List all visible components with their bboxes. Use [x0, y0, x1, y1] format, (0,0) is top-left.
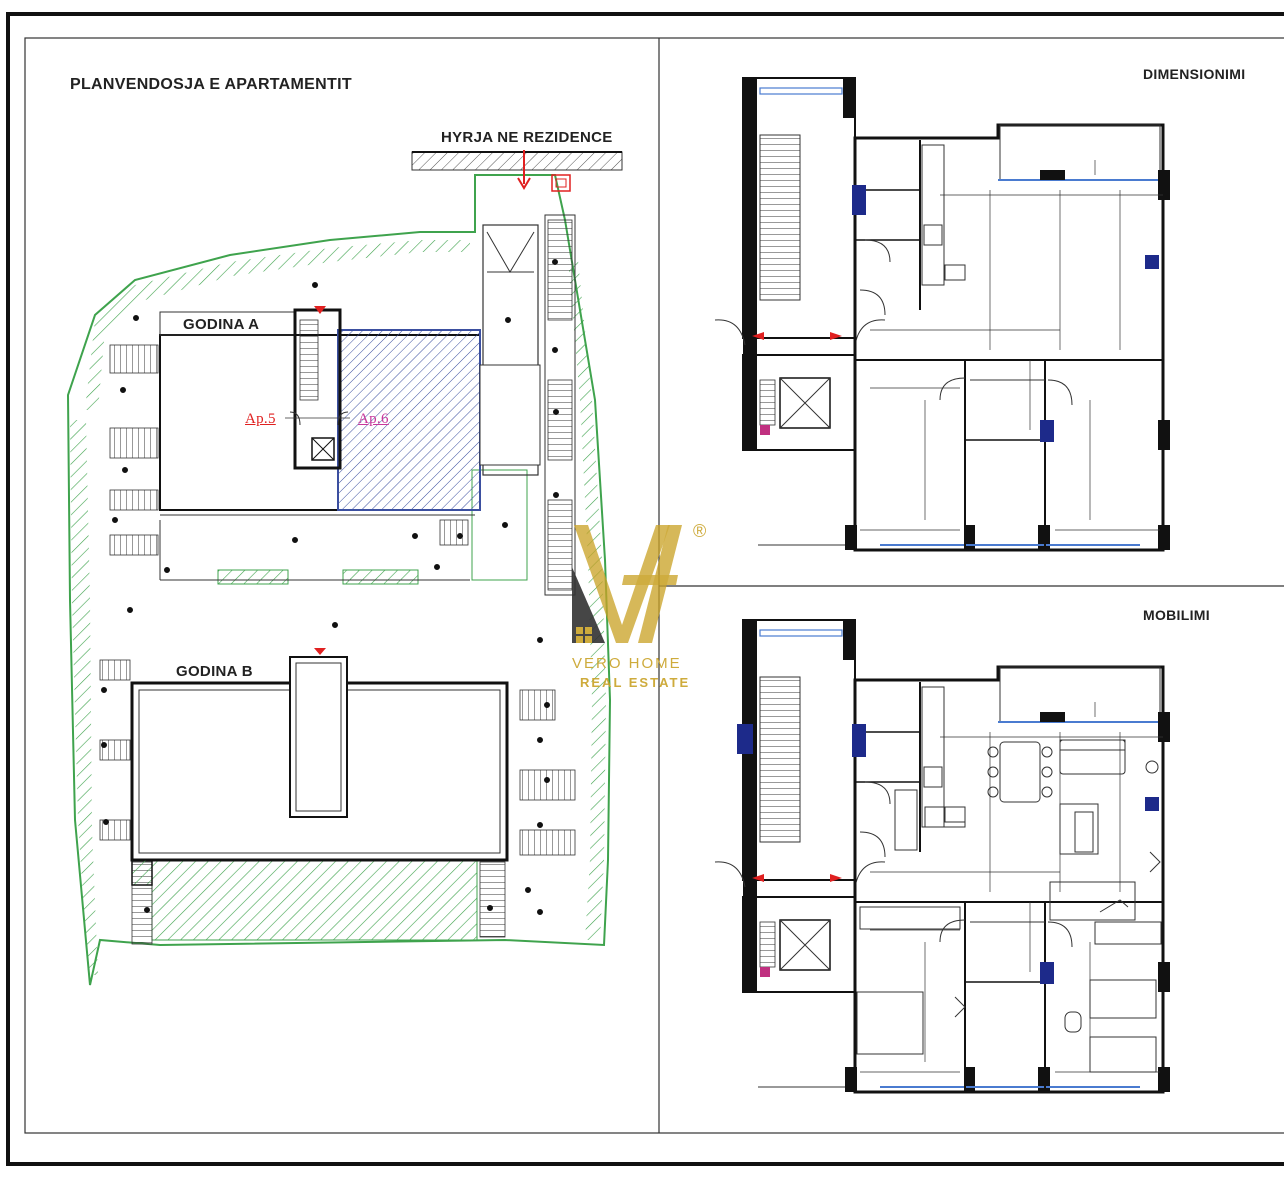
site-plan-title: PLANVENDOSJA E APARTAMENTIT	[70, 76, 352, 93]
landscape-boundary	[66, 174, 612, 986]
landscape-west	[70, 420, 98, 975]
apartment-6-label: Ap.6	[358, 411, 389, 427]
vh-logo-icon	[572, 525, 682, 643]
entrance-label: HYRJA NE REZIDENCE	[441, 129, 613, 146]
furniture-title: MOBILIMI	[1143, 607, 1210, 623]
inner-frame	[24, 37, 1284, 1134]
building-b-label: GODINA B	[176, 663, 253, 680]
entrance-marker-icon	[551, 174, 571, 192]
floor-plan-furniture	[713, 618, 1172, 1094]
watermark-line2: REAL ESTATE	[580, 675, 691, 690]
building-b-core	[289, 656, 348, 818]
watermark-registered: ®	[693, 521, 707, 541]
apartment-5-label: Ap.5	[245, 411, 276, 427]
site-plan	[66, 150, 623, 986]
entrance-road	[411, 151, 623, 171]
building-a-label: GODINA A	[183, 316, 260, 333]
vero-home-watermark: ® VERO HOME REAL ESTATE	[560, 515, 720, 695]
landscape-east	[568, 260, 606, 940]
green-lawn-south	[151, 859, 478, 941]
dimensions-title: DIMENSIONIMI	[1143, 66, 1246, 82]
green-strip-2	[342, 569, 419, 585]
green-strip-1	[217, 569, 289, 585]
floor-plan-dimensions	[714, 77, 1170, 552]
landscape-strip	[85, 240, 470, 410]
outer-frame	[6, 12, 1284, 1166]
access-ramp	[482, 224, 539, 476]
watermark-line1: VERO HOME	[572, 655, 682, 672]
green-strip-3	[471, 469, 528, 581]
